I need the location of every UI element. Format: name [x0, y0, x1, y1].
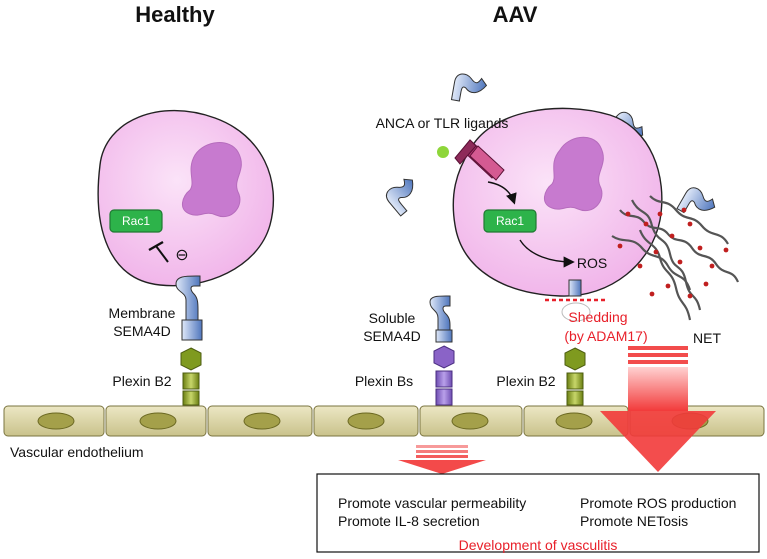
big-red-arrow: [600, 346, 716, 472]
aav-rac1-label: Rac1: [496, 214, 524, 228]
anca-tlr-receptor: [437, 139, 505, 181]
plexin-bs: [433, 345, 455, 406]
soluble-fragment-3: [386, 178, 414, 217]
plexin-bs-label: Plexin Bs: [355, 373, 413, 389]
outcome-right-2: Promote NETosis: [580, 513, 688, 529]
net-label: NET: [693, 330, 721, 346]
ligand-dot: [437, 146, 449, 158]
soluble-sema4d-bound: [429, 295, 453, 343]
healthy-neutrophil: Rac1 ⊖: [97, 109, 274, 287]
outcome-left-2: Promote IL-8 secretion: [338, 513, 480, 529]
aav-plexin-b2: [564, 347, 586, 406]
outcome-right-1: Promote ROS production: [580, 495, 736, 511]
healthy-nucleus: [182, 142, 242, 218]
healthy-rac1-box: [109, 209, 163, 233]
inhibition-line: [155, 245, 169, 263]
healthy-rac1-label: Rac1: [122, 214, 150, 228]
healthy-membrane-sema4d: [175, 275, 203, 341]
net-structure: [611, 195, 740, 321]
ligand-label: ANCA or TLR ligands: [376, 115, 509, 131]
aav-rac1-box: [483, 209, 537, 233]
aav-nucleus: [544, 136, 604, 212]
outcome-box: [316, 473, 760, 553]
healthy-plexin-label: Plexin B2: [112, 373, 171, 389]
outcome-left-1: Promote vascular permeability: [338, 495, 526, 511]
aav-membrane-stub: [568, 279, 582, 297]
ros-label: ROS: [577, 255, 607, 271]
soluble-fragment-4: [676, 187, 716, 214]
inhibit-symbol: ⊖: [175, 247, 188, 264]
outcome-footer: Development of vasculitis: [459, 537, 618, 553]
healthy-title: Healthy: [135, 2, 215, 27]
aav-title: AAV: [493, 2, 538, 27]
healthy-plexin-b2: [180, 347, 202, 406]
ligand-to-rac1-arrow: [487, 181, 517, 205]
shedding-label-1: Shedding: [568, 309, 627, 325]
net-granules: [617, 207, 729, 299]
aav-plexin-label: Plexin B2: [496, 373, 555, 389]
shed-fragment-outline: [561, 302, 591, 322]
small-red-arrow: [398, 445, 486, 474]
inhibition-bar: [148, 240, 164, 252]
rac1-to-ros-arrow: [519, 239, 575, 268]
soluble-fragment-1: [450, 73, 488, 102]
soluble-label-2: SEMA4D: [363, 328, 421, 344]
shedding-label-2: (by ADAM17): [564, 328, 647, 344]
membrane-label-1: Membrane: [109, 305, 176, 321]
endothelium-label: Vascular endothelium: [10, 444, 144, 460]
soluble-label-1: Soluble: [369, 310, 416, 326]
membrane-label-2: SEMA4D: [113, 323, 171, 339]
aav-neutrophil: Rac1 ROS: [452, 107, 663, 297]
